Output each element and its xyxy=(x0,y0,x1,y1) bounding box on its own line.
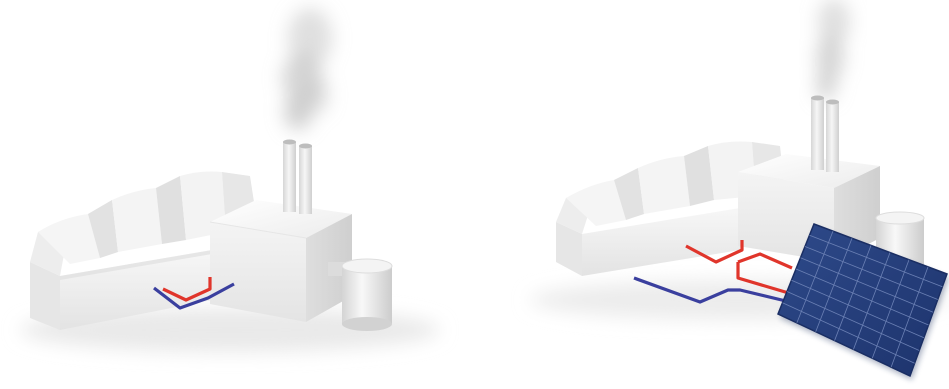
boiler-house xyxy=(210,200,352,322)
panel-left xyxy=(20,8,440,352)
hot-pipe-to-collector xyxy=(738,254,792,268)
smoke-plume xyxy=(282,8,332,130)
panel-right xyxy=(530,0,949,380)
smoke-plume xyxy=(816,0,850,100)
storage-tank xyxy=(342,259,392,331)
chimney-stacks xyxy=(283,140,312,215)
